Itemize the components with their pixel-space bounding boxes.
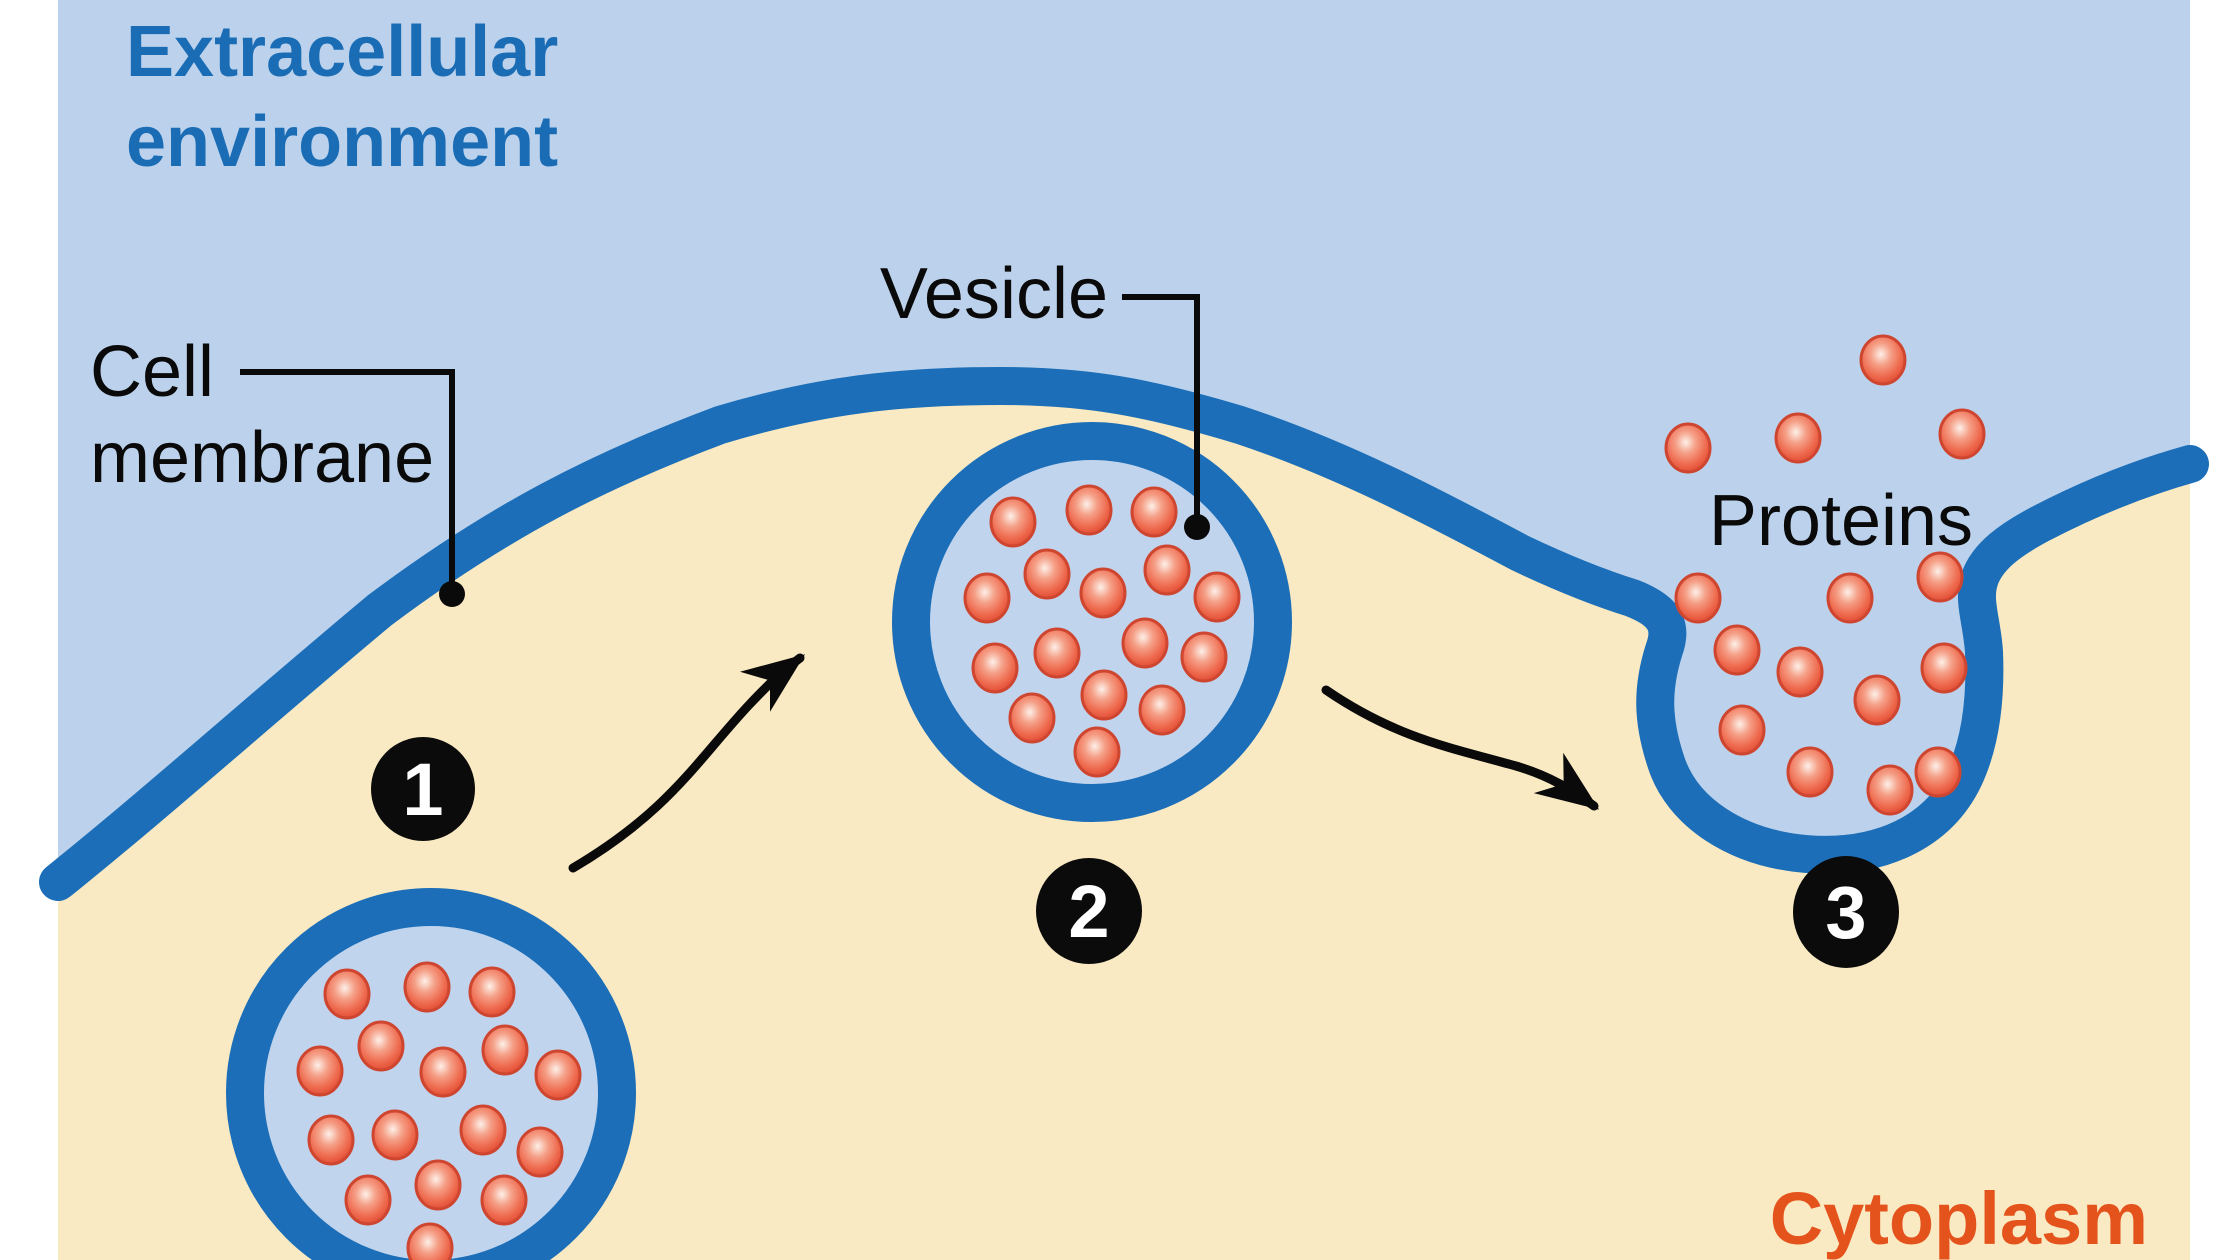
protein-dot: [1859, 334, 1907, 386]
protein-dot: [1664, 422, 1712, 474]
extracellular-label-line2: environment: [126, 102, 558, 182]
protein-dot: [357, 1020, 405, 1072]
protein-dot: [1916, 551, 1964, 603]
protein-dot: [1065, 484, 1113, 536]
pointer-dot: [439, 581, 465, 607]
released-proteins: [1664, 334, 1986, 816]
protein-dot: [989, 496, 1037, 548]
protein-dot: [371, 1109, 419, 1161]
protein-dot: [963, 572, 1011, 624]
step-2-number: 2: [1068, 870, 1109, 953]
protein-dot: [481, 1024, 529, 1076]
protein-dot: [419, 1046, 467, 1098]
protein-dot: [1080, 669, 1128, 721]
protein-dot: [414, 1159, 462, 1211]
protein-dot: [1826, 572, 1874, 624]
proteins-label: Proteins: [1709, 481, 1973, 561]
cytoplasm-label: Cytoplasm: [1770, 1177, 2148, 1260]
protein-dot: [1073, 726, 1121, 778]
protein-dot: [406, 1222, 454, 1260]
protein-dot: [1033, 627, 1081, 679]
cell-membrane-label-line1: Cell: [90, 332, 214, 412]
protein-dot: [296, 1045, 344, 1097]
vesicle-2-proteins: [963, 484, 1241, 778]
protein-dot: [480, 1174, 528, 1226]
protein-dot: [971, 642, 1019, 694]
protein-dot: [1938, 408, 1986, 460]
vesicle-pointer: [1122, 294, 1210, 540]
step-3-number: 3: [1825, 871, 1866, 954]
protein-dot: [307, 1114, 355, 1166]
protein-dot: [1774, 412, 1822, 464]
protein-dot: [1718, 704, 1766, 756]
protein-dot: [1866, 764, 1914, 816]
cell-membrane-label-line2: membrane: [90, 418, 434, 498]
pointer-dot: [1184, 514, 1210, 540]
vesicle-1-proteins: [296, 961, 582, 1260]
protein-dot: [1914, 746, 1962, 798]
arrow-step2-to-step3: [1321, 685, 1600, 811]
protein-dot: [1920, 642, 1968, 694]
protein-dot: [1121, 617, 1169, 669]
protein-dot: [516, 1126, 564, 1178]
arrow-step1-to-step2: [568, 653, 806, 873]
step-1-badge: 1: [371, 737, 475, 841]
protein-dot: [1674, 572, 1722, 624]
protein-dot: [1193, 571, 1241, 623]
protein-dot: [1023, 548, 1071, 600]
cell-membrane-pointer: [240, 369, 465, 607]
protein-dot: [403, 961, 451, 1013]
protein-dot: [459, 1104, 507, 1156]
step-1-number: 1: [402, 748, 443, 831]
protein-dot: [344, 1174, 392, 1226]
step-3-badge: 3: [1793, 856, 1899, 968]
protein-dot: [534, 1049, 582, 1101]
protein-dot: [1143, 544, 1191, 596]
protein-dot: [468, 966, 516, 1018]
protein-dot: [1079, 567, 1127, 619]
cell-membrane: [39, 367, 2209, 901]
protein-dot: [1138, 684, 1186, 736]
protein-dot: [323, 968, 371, 1020]
vesicle-label: Vesicle: [880, 254, 1108, 334]
protein-dot: [1130, 486, 1178, 538]
protein-dot: [1008, 692, 1056, 744]
extracellular-label-line1: Extracellular: [126, 12, 558, 92]
protein-dot: [1776, 646, 1824, 698]
protein-dot: [1853, 674, 1901, 726]
step-2-badge: 2: [1036, 858, 1142, 964]
protein-dot: [1786, 746, 1834, 798]
protein-dot: [1180, 631, 1228, 683]
protein-dot: [1713, 624, 1761, 676]
